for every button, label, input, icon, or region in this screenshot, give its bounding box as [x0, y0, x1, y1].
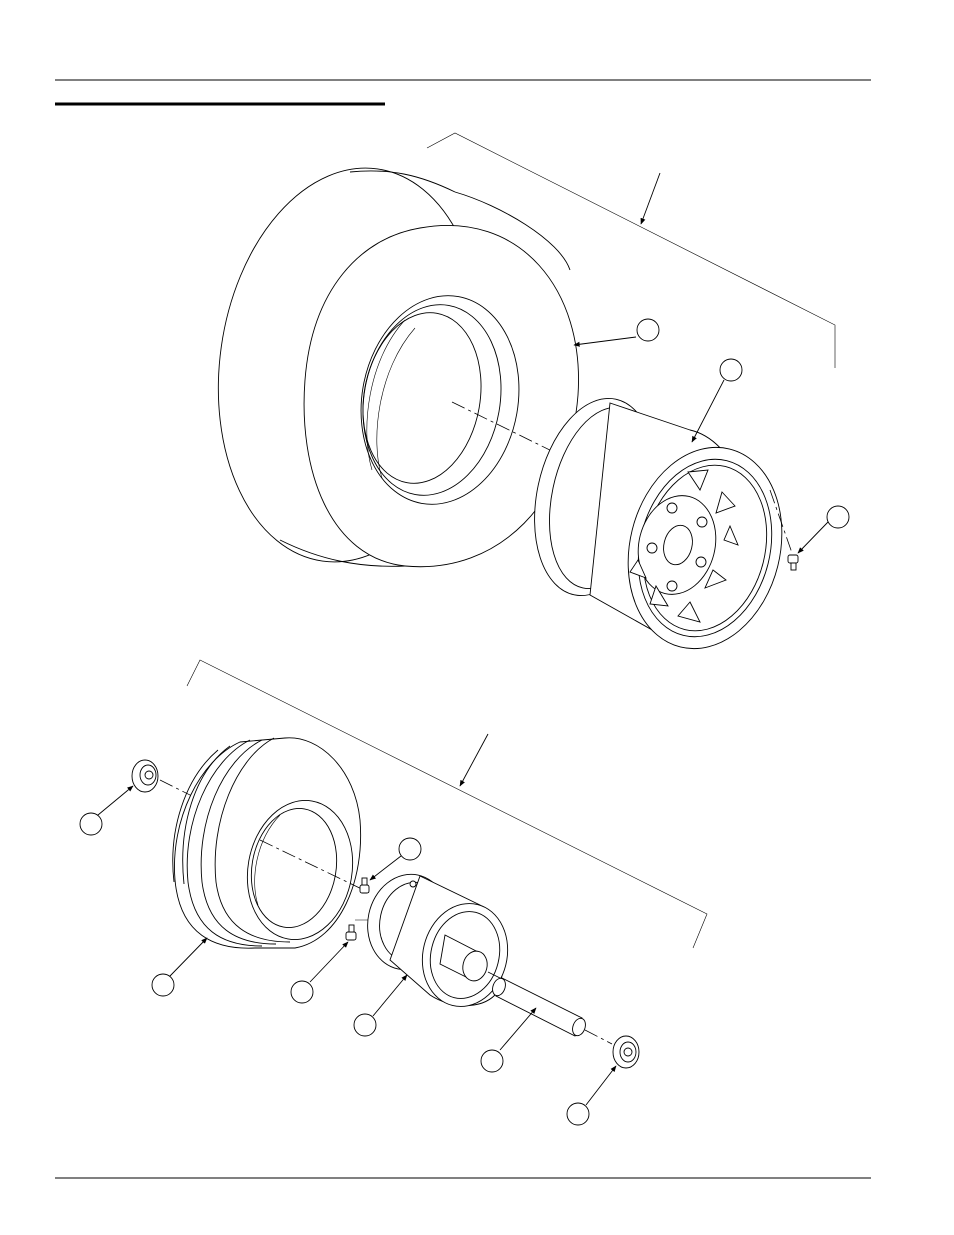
callout-lower-bearing-right [567, 1103, 589, 1125]
lower-spacer-tube [490, 976, 587, 1037]
leader-upper-valve [798, 522, 828, 553]
callout-lower-rim [354, 1014, 376, 1036]
leader-lower-spacer [500, 1008, 536, 1050]
lower-bearing-left [132, 760, 158, 792]
callout-lower-grease-fitting [399, 838, 421, 860]
upper-valve-stem [788, 555, 798, 570]
lower-assembly-leader [460, 734, 488, 786]
upper-tire [194, 151, 579, 579]
leader-lower-bearing-right [586, 1066, 616, 1105]
lower-valve-stem [346, 925, 356, 940]
leader-lower-grease-fitting [370, 856, 401, 880]
lower-bearing-right [613, 1036, 639, 1068]
callout-lower-valve [291, 981, 313, 1003]
callout-upper-tire [637, 319, 659, 341]
callout-lower-spacer [481, 1050, 503, 1072]
leader-lower-rim [373, 975, 407, 1016]
leader-upper-rim [692, 380, 724, 442]
callout-upper-rim [720, 359, 742, 381]
leader-lower-tire [170, 938, 207, 976]
upper-assembly-leader [641, 173, 660, 224]
callout-upper-valve [827, 506, 849, 528]
lower-tire [173, 738, 364, 948]
lower-grease-fitting [360, 878, 369, 893]
callout-lower-tire [152, 974, 174, 996]
lower-wheel-assembly [80, 660, 707, 1125]
leader-upper-tire [574, 337, 636, 345]
leader-lower-valve [310, 942, 348, 982]
callout-lower-bearing-left [80, 813, 102, 835]
lower-axis-dash-4 [585, 1030, 612, 1044]
leader-lower-bearing-left [98, 786, 133, 815]
upper-wheel-assembly [194, 133, 849, 665]
